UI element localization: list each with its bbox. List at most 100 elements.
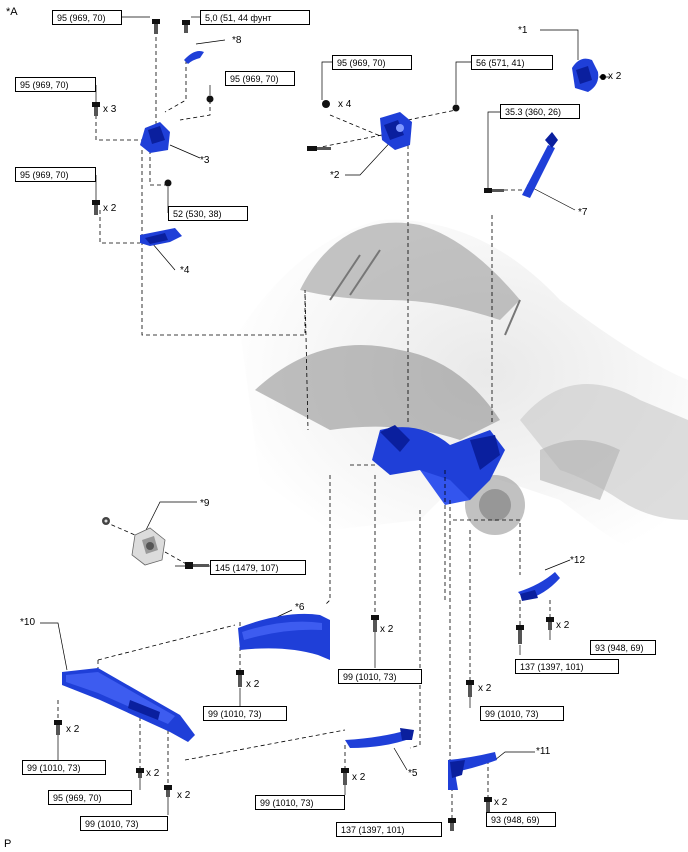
bolt-icon bbox=[152, 19, 160, 24]
bolt-icon bbox=[468, 685, 472, 697]
bolt-icon bbox=[466, 680, 474, 685]
bolt-icon bbox=[238, 675, 242, 687]
part-5-brace bbox=[345, 728, 414, 748]
bolt-icon bbox=[136, 768, 144, 773]
bolt-icon bbox=[516, 625, 524, 630]
bolt-icon bbox=[185, 562, 193, 569]
bolt-icon bbox=[56, 725, 60, 735]
quantity-label: x 2 bbox=[352, 772, 366, 783]
bolt-icon bbox=[486, 802, 490, 812]
torque-spec: 99 (1010, 73) bbox=[80, 816, 168, 831]
nut-icon bbox=[322, 100, 330, 108]
bolt-icon bbox=[307, 146, 317, 151]
bolt-icon bbox=[166, 790, 170, 797]
callout-label: *7 bbox=[578, 207, 588, 218]
bolt-icon bbox=[492, 189, 504, 192]
torque-spec: 95 (969, 70) bbox=[48, 790, 132, 805]
quantity-label: x 2 bbox=[246, 679, 260, 690]
bolt-icon bbox=[341, 768, 349, 773]
leader-lines-solid bbox=[40, 16, 579, 828]
nut-icon bbox=[452, 104, 460, 112]
callout-label: *9 bbox=[200, 498, 210, 509]
torque-spec: 95 (969, 70) bbox=[15, 77, 96, 92]
bolt-icon bbox=[484, 188, 492, 193]
torque-spec: 99 (1010, 73) bbox=[203, 706, 287, 721]
bolt-icon bbox=[54, 720, 62, 725]
torque-spec: 99 (1010, 73) bbox=[255, 795, 345, 810]
torque-spec: 93 (948, 69) bbox=[590, 640, 656, 655]
part-4-bracket bbox=[140, 228, 182, 246]
part-1-cover bbox=[572, 58, 606, 92]
bolt-icon bbox=[94, 107, 98, 116]
torque-spec: 99 (1010, 73) bbox=[480, 706, 564, 721]
bolt-icon bbox=[518, 630, 522, 644]
quantity-label: x 2 bbox=[66, 724, 80, 735]
part-2-mount bbox=[380, 112, 412, 150]
part-9-mount bbox=[102, 517, 166, 566]
nut-icon bbox=[206, 95, 214, 103]
torque-spec: 56 (571, 41) bbox=[471, 55, 553, 70]
torque-spec: 95 (969, 70) bbox=[332, 55, 412, 70]
torque-spec: 99 (1010, 73) bbox=[22, 760, 106, 775]
bolt-icon bbox=[184, 25, 188, 33]
torque-spec: 95 (969, 70) bbox=[15, 167, 96, 182]
bolt-icon bbox=[448, 818, 456, 823]
nut-icon bbox=[164, 179, 172, 187]
view-label: *A bbox=[6, 6, 18, 18]
bolt-icon bbox=[154, 24, 158, 34]
fasteners bbox=[54, 19, 554, 831]
bolt-icon bbox=[373, 620, 377, 632]
part-7-rod bbox=[522, 132, 558, 198]
callout-label: *4 bbox=[180, 265, 190, 276]
bolt-icon bbox=[484, 797, 492, 802]
quantity-label: x 2 bbox=[146, 768, 160, 779]
bolt-icon bbox=[182, 20, 190, 25]
callout-label: *12 bbox=[570, 555, 586, 566]
quantity-label: x 2 bbox=[478, 683, 492, 694]
bolt-icon bbox=[371, 615, 379, 620]
vehicle-front-illustration bbox=[240, 219, 688, 560]
quantity-label: x 2 bbox=[177, 790, 191, 801]
torque-spec: 95 (969, 70) bbox=[225, 71, 295, 86]
part-3-bracket bbox=[140, 122, 170, 153]
quantity-label: x 2 bbox=[494, 797, 508, 808]
callout-label: *11 bbox=[536, 746, 551, 757]
torque-spec: 145 (1479, 107) bbox=[210, 560, 306, 575]
bolt-icon bbox=[193, 564, 209, 567]
quantity-label: x 2 bbox=[556, 620, 570, 631]
bolt-icon bbox=[548, 622, 552, 630]
callout-label: *6 bbox=[295, 602, 305, 613]
part-6-brace bbox=[238, 613, 330, 660]
torque-spec: 137 (1397, 101) bbox=[336, 822, 442, 837]
torque-spec: 35.3 (360, 26) bbox=[500, 104, 580, 119]
bolt-icon bbox=[546, 617, 554, 622]
bolt-icon bbox=[236, 670, 244, 675]
part-11-bracket bbox=[448, 752, 497, 790]
torque-spec: 52 (530, 38) bbox=[168, 206, 248, 221]
callout-label: *10 bbox=[20, 617, 36, 628]
callout-label: *3 bbox=[200, 155, 210, 166]
callout-label: *1 bbox=[518, 25, 528, 36]
footer-mark: P bbox=[4, 838, 12, 850]
part-12-bracket bbox=[518, 572, 560, 601]
part-10-crossmember bbox=[62, 668, 195, 742]
bolt-icon bbox=[94, 205, 98, 215]
torque-spec: 93 (948, 69) bbox=[486, 812, 556, 827]
callout-label: *8 bbox=[232, 35, 242, 46]
torque-spec: 95 (969, 70) bbox=[52, 10, 122, 25]
callout-label: *2 bbox=[330, 170, 340, 181]
bolt-icon bbox=[138, 773, 142, 778]
torque-spec: 99 (1010, 73) bbox=[338, 669, 422, 684]
bolt-icon bbox=[164, 785, 172, 790]
quantity-label: x 3 bbox=[103, 104, 117, 115]
callout-label: *5 bbox=[408, 768, 418, 779]
quantity-label: x 4 bbox=[338, 99, 352, 110]
bolt-icon bbox=[92, 102, 100, 107]
torque-spec: 5,0 (51, 44 фунт bbox=[200, 10, 310, 25]
quantity-label: x 2 bbox=[380, 624, 394, 635]
bolt-icon bbox=[317, 147, 331, 150]
bolt-icon bbox=[450, 823, 454, 831]
bolt-icon bbox=[92, 200, 100, 205]
